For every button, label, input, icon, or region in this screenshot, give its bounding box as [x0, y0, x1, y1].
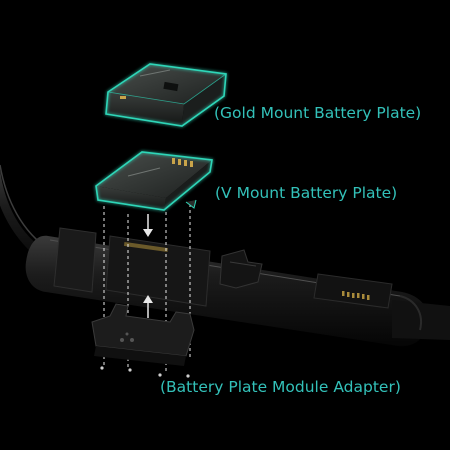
label-gold-mount: (Gold Mount Battery Plate): [214, 104, 422, 122]
adapter-bracket: [91, 303, 195, 378]
arrow-down-icon: [143, 214, 153, 237]
gold-mount-plate: [105, 63, 227, 127]
arrow-up-icon: [143, 295, 153, 318]
label-v-mount: (V Mount Battery Plate): [215, 184, 398, 202]
clamp-knob: [219, 249, 263, 289]
clamp-collar: [53, 227, 97, 293]
module-housing: [105, 235, 211, 307]
right-connector: [313, 273, 393, 309]
v-mount-plate: [95, 151, 213, 211]
label-adapter: (Battery Plate Module Adapter): [160, 378, 401, 396]
